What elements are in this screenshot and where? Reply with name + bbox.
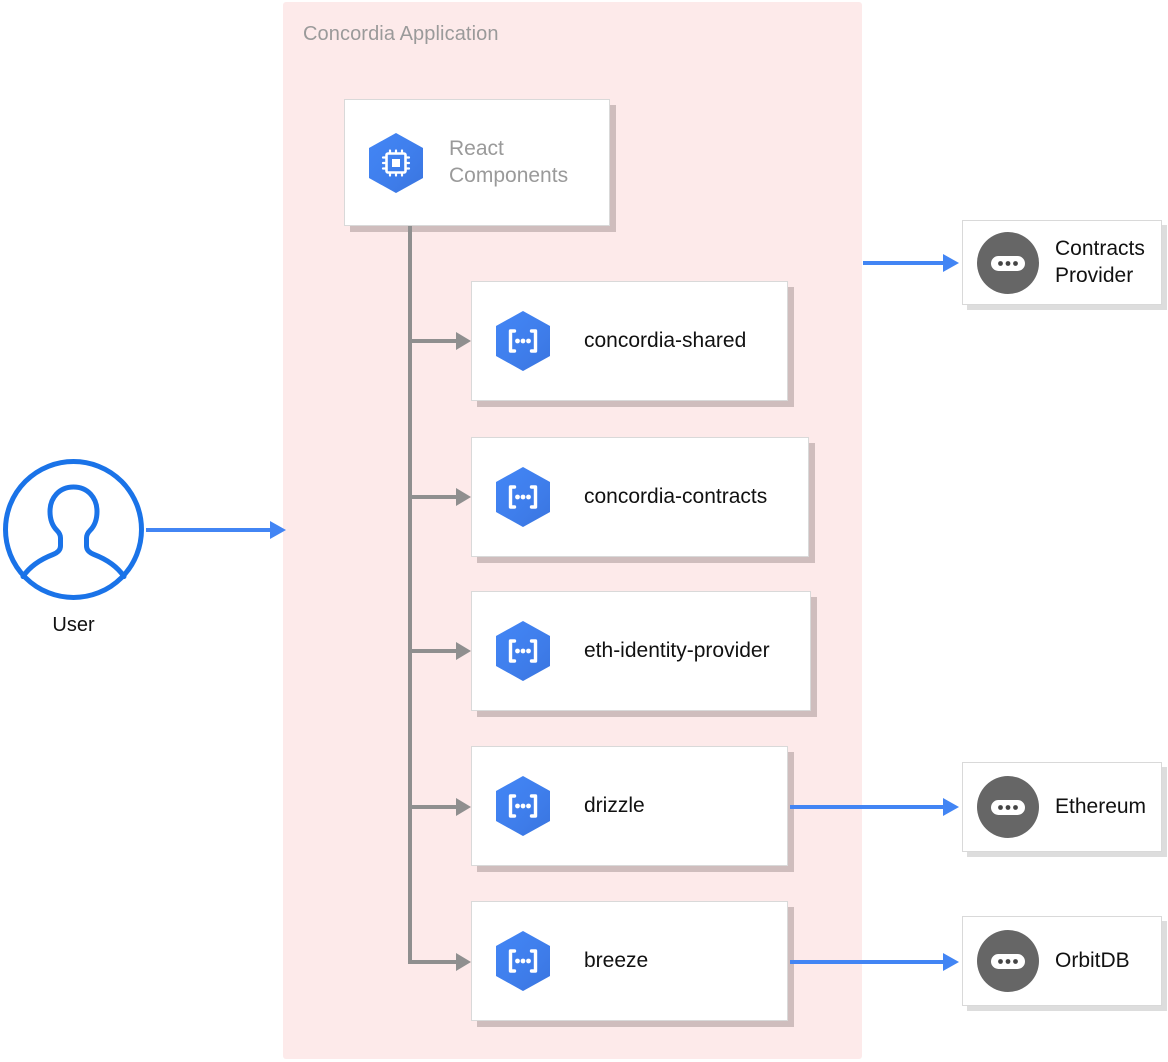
circle-node-icon: [977, 776, 1039, 838]
hexagon-code-icon: [494, 620, 552, 682]
tree-branch-5-arrow: [456, 953, 471, 971]
node-label: eth-identity-provider: [584, 638, 770, 662]
hexagon-chip-icon: [367, 132, 425, 194]
connector-app-to-contracts-provider-line: [863, 261, 945, 265]
node-concordia-shared[interactable]: concordia-shared: [471, 281, 788, 401]
user-label: User: [52, 614, 95, 636]
hexagon-code-icon: [494, 930, 552, 992]
hexagon-code-icon: [494, 310, 552, 372]
node-label: concordia-contracts: [584, 484, 768, 508]
node-label: concordia-shared: [584, 328, 747, 352]
node-ethereum[interactable]: Ethereum: [962, 762, 1162, 852]
connector-app-to-contracts-provider-arrow: [943, 254, 959, 272]
node-label: React Components: [449, 137, 569, 187]
node-drizzle[interactable]: drizzle: [471, 746, 788, 866]
connector-drizzle-to-ethereum-line: [790, 805, 945, 809]
node-label: OrbitDB: [1055, 948, 1130, 972]
hexagon-code-icon: [494, 775, 552, 837]
node-breeze[interactable]: breeze: [471, 901, 788, 1021]
tree-branch-3: [408, 649, 458, 653]
node-label: Ethereum: [1055, 794, 1147, 818]
hexagon-code-icon: [494, 466, 552, 528]
node-label: Contracts Provider: [1055, 237, 1145, 287]
node-orbitdb[interactable]: OrbitDB: [962, 916, 1162, 1006]
connector-user-to-app-arrow: [270, 521, 286, 539]
tree-branch-1-arrow: [456, 332, 471, 350]
node-label: breeze: [584, 948, 649, 972]
connector-breeze-to-orbitdb-arrow: [943, 953, 959, 971]
tree-branch-4: [408, 805, 458, 809]
connector-breeze-to-orbitdb-line: [790, 960, 945, 964]
circle-node-icon: [977, 930, 1039, 992]
tree-trunk: [408, 226, 412, 964]
circle-node-icon: [977, 231, 1039, 294]
tree-branch-1: [408, 339, 458, 343]
tree-branch-3-arrow: [456, 642, 471, 660]
tree-branch-4-arrow: [456, 798, 471, 816]
node-react-components[interactable]: React Components: [344, 99, 610, 226]
node-concordia-contracts[interactable]: concordia-contracts: [471, 437, 809, 557]
tree-branch-2: [408, 495, 458, 499]
tree-branch-5: [408, 960, 458, 964]
node-contracts-provider[interactable]: Contracts Provider: [962, 220, 1162, 305]
user-circle-icon: [2, 458, 145, 601]
connector-user-to-app-line: [146, 528, 272, 532]
node-label: drizzle: [584, 793, 645, 817]
group-title: Concordia Application: [303, 23, 499, 45]
connector-drizzle-to-ethereum-arrow: [943, 798, 959, 816]
node-eth-identity-provider[interactable]: eth-identity-provider: [471, 591, 811, 711]
tree-branch-2-arrow: [456, 488, 471, 506]
